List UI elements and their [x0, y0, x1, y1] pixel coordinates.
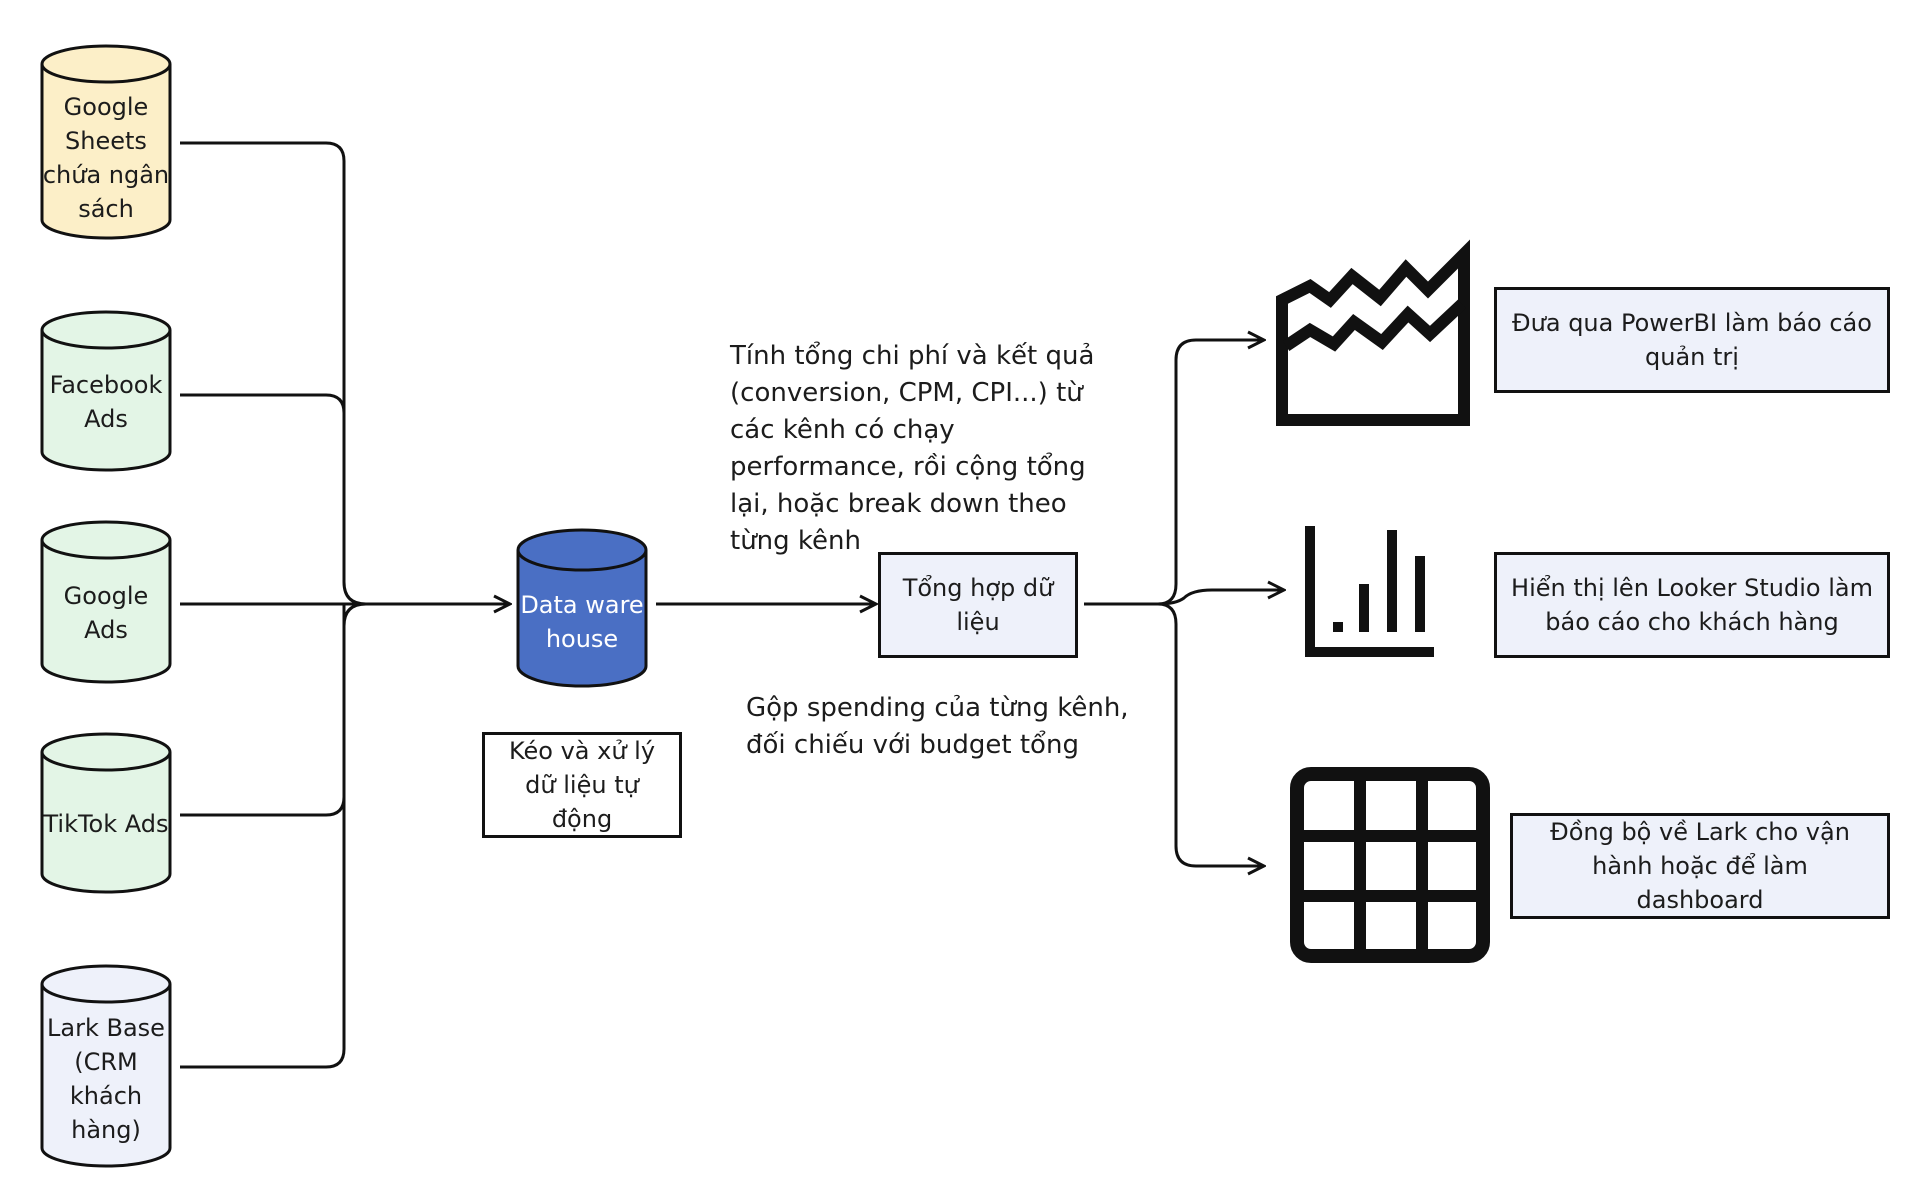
- connector-lark: [1157, 602, 1264, 866]
- output-connectors: [1084, 340, 1284, 866]
- etl-note-box: Kéo và xử lý dữ liệu tự động: [482, 732, 682, 838]
- table-grid-icon: [1290, 767, 1490, 963]
- bar-chart-icon: [1305, 526, 1434, 657]
- output-box-powerbi: Đưa qua PowerBI làm báo cáo quản trị: [1494, 287, 1890, 393]
- cylinder-tiktok-ads: [40, 732, 172, 894]
- connector-google-sheets: [180, 141, 346, 582]
- cylinder-facebook-ads: [40, 310, 172, 472]
- source-label-lark-base: Lark Base (CRM khách hàng): [47, 1014, 165, 1144]
- source-label-google-ads: Google Ads: [63, 582, 149, 644]
- output-box-looker: Hiển thị lên Looker Studio làm báo cáo c…: [1494, 552, 1890, 658]
- cylinder-data-warehouse: [516, 528, 648, 688]
- connector-bus-join-bottom: [342, 602, 367, 627]
- output-box-lark: Đồng bộ về Lark cho vận hành hoặc để làm…: [1510, 813, 1890, 919]
- cylinder-google-sheets: [40, 44, 172, 240]
- area-chart-icon: [1276, 239, 1470, 426]
- source-label-google-sheets: Google Sheets chứa ngân sách: [42, 93, 170, 223]
- source-label-tiktok-ads: TikTok Ads: [43, 810, 169, 838]
- warehouse-label: Data ware house: [520, 591, 644, 653]
- cylinder-lark-base: [40, 964, 172, 1168]
- source-connectors: [180, 141, 510, 1069]
- connector-tiktok-ads: [180, 604, 346, 817]
- source-label-facebook-ads: Facebook Ads: [49, 371, 163, 433]
- connector-looker: [1157, 590, 1284, 606]
- connector-lark-base: [180, 604, 346, 1069]
- connector-powerbi: [1157, 340, 1264, 606]
- cylinder-google-ads: [40, 520, 172, 684]
- note-bottom: Gộp spending của từng kênh, đối chiếu vớ…: [746, 693, 1129, 760]
- connector-facebook-ads: [180, 393, 346, 414]
- aggregate-box: Tổng hợp dữ liệu: [878, 552, 1078, 658]
- note-top: Tính tổng chi phí và kết quả (conversion…: [730, 341, 1095, 556]
- connector-bus-join-top: [342, 581, 367, 606]
